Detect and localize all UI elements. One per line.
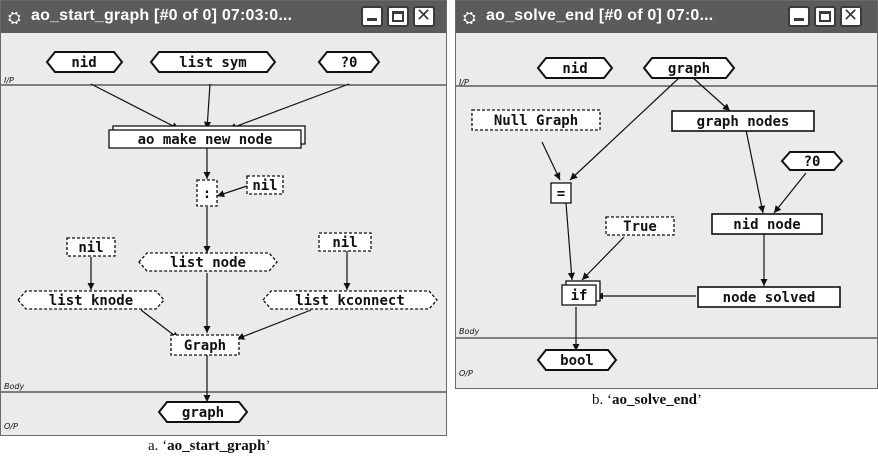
svg-text:graph nodes: graph nodes: [697, 114, 790, 130]
maximize-button[interactable]: [387, 6, 409, 27]
svg-text:node solved: node solved: [723, 290, 816, 306]
svg-text:?0: ?0: [804, 154, 821, 170]
input-node-graph[interactable]: graph: [642, 57, 736, 79]
svg-text:bool: bool: [560, 353, 594, 369]
window-title: ao_start_graph [#0 of 0] 07:03:0...: [31, 7, 293, 24]
node-null-graph[interactable]: Null Graph: [471, 109, 601, 131]
app-icon: ⛭: [8, 8, 21, 27]
minimize-icon: [794, 18, 804, 21]
close-button[interactable]: ✕: [413, 5, 435, 27]
close-button[interactable]: ✕: [840, 5, 862, 27]
node-graph-nodes[interactable]: graph nodes: [671, 110, 815, 132]
edge-kconnect-graph: [236, 309, 312, 340]
svg-text:list node: list node: [170, 255, 246, 271]
close-icon: ✕: [843, 5, 859, 26]
section-body-label: Body: [459, 327, 479, 336]
edge-nil1-colon: [216, 185, 248, 198]
edge-graph-graphnodes: [691, 76, 731, 112]
svg-text:nid node: nid node: [733, 217, 800, 233]
input-node-list-sym[interactable]: list sym: [149, 51, 277, 73]
titlebar[interactable]: ⛭ ao_solve_end [#0 of 0] 07:0... ✕: [456, 1, 877, 33]
node-nil-1[interactable]: nil: [246, 175, 284, 195]
graph-canvas: I/P Body O/P nid: [456, 33, 877, 388]
section-input-label: I/P: [4, 76, 14, 85]
section-output-label: O/P: [4, 422, 18, 431]
svg-text:Graph: Graph: [184, 338, 226, 354]
node-nid-node[interactable]: nid node: [711, 213, 823, 235]
edge-q0-nidnode: [773, 172, 807, 214]
section-output-label: O/P: [459, 369, 473, 378]
node-list-knode[interactable]: list knode: [17, 290, 165, 310]
minimize-button[interactable]: [788, 6, 810, 27]
input-node-q0[interactable]: ?0: [317, 51, 381, 73]
node-if[interactable]: if: [561, 280, 601, 306]
svg-text:if: if: [571, 288, 588, 304]
svg-text:nid: nid: [71, 55, 96, 71]
maximize-icon: [392, 11, 404, 22]
maximize-button[interactable]: [814, 6, 836, 27]
svg-text:nil: nil: [252, 178, 277, 194]
edge-q0-make: [228, 83, 350, 130]
svg-text:ao make new node: ao make new node: [138, 132, 273, 148]
edge-listsym-make: [203, 83, 212, 130]
graph-canvas: I/P Body O/P nid: [1, 33, 446, 435]
svg-text:list sym: list sym: [179, 55, 246, 71]
svg-text:graph: graph: [668, 61, 710, 77]
edge-knode-graph: [140, 309, 180, 340]
edge-graphnodes-nidnode: [745, 129, 766, 214]
output-node-graph[interactable]: graph: [157, 401, 249, 423]
svg-text:nil: nil: [78, 240, 103, 256]
window-title: ao_solve_end [#0 of 0] 07:0...: [486, 7, 714, 24]
edge-eq-if: [565, 202, 576, 281]
section-input-label: I/P: [459, 78, 469, 87]
node-colon[interactable]: :: [196, 179, 218, 207]
node-list-node[interactable]: list node: [138, 252, 278, 272]
svg-text:True: True: [623, 219, 657, 235]
node-nil-2[interactable]: nil: [66, 237, 116, 257]
section-body-label: Body: [4, 382, 24, 391]
svg-text:nid: nid: [562, 61, 587, 77]
minimize-button[interactable]: [361, 6, 383, 27]
node-true[interactable]: True: [605, 216, 675, 236]
node-q0[interactable]: ?0: [780, 151, 844, 171]
close-icon: ✕: [416, 5, 432, 26]
minimize-icon: [367, 18, 377, 21]
node-equals[interactable]: =: [550, 182, 572, 204]
input-node-nid[interactable]: nid: [45, 51, 124, 73]
titlebar[interactable]: ⛭ ao_start_graph [#0 of 0] 07:03:0... ✕: [1, 1, 446, 33]
output-node-bool[interactable]: bool: [536, 349, 618, 371]
node-node-solved[interactable]: node solved: [697, 286, 841, 308]
svg-text:graph: graph: [182, 405, 224, 421]
caption-a: a. ‘ao_start_graph’: [148, 438, 271, 454]
edge-nid-make: [90, 83, 180, 130]
svg-text::: :: [203, 186, 211, 202]
svg-text:=: =: [557, 186, 565, 202]
svg-text:nil: nil: [332, 235, 357, 251]
node-graph-box[interactable]: Graph: [170, 334, 240, 356]
app-icon: ⛭: [463, 8, 476, 27]
node-ao-make-new-node[interactable]: ao make new node: [108, 125, 306, 149]
edge-graph-eq: [569, 76, 681, 181]
edge-nullgraph-eq: [541, 141, 561, 181]
node-nil-3[interactable]: nil: [318, 232, 372, 252]
maximize-icon: [819, 11, 831, 22]
edge-true-if: [581, 236, 625, 281]
caption-b: b. ‘ao_solve_end’: [592, 392, 703, 408]
window-ao-solve-end: ⛭ ao_solve_end [#0 of 0] 07:0... ✕ I/P B…: [455, 0, 878, 389]
node-list-kconnect[interactable]: list kconnect: [262, 290, 438, 310]
window-ao-start-graph: ⛭ ao_start_graph [#0 of 0] 07:03:0... ✕ …: [0, 0, 447, 436]
svg-text:list kconnect: list kconnect: [295, 293, 405, 309]
svg-text:Null Graph: Null Graph: [494, 113, 578, 129]
input-node-nid[interactable]: nid: [536, 57, 614, 79]
svg-text:list knode: list knode: [49, 293, 133, 309]
svg-text:?0: ?0: [341, 55, 358, 71]
